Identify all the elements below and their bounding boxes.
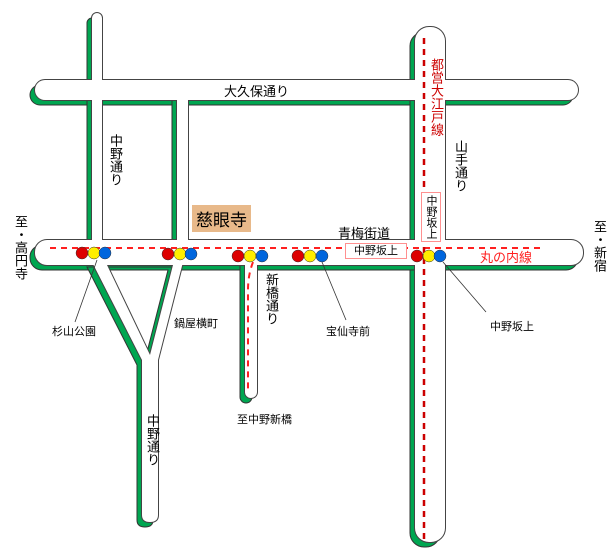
- yamate-street-label: 山手通り: [452, 140, 467, 192]
- marunouchi-line-label: 丸の内線: [480, 251, 533, 266]
- shinbashi-street-label: 新橋通り: [263, 273, 278, 325]
- okubo-street-label: 大久保通り: [224, 85, 290, 100]
- shinbashi-line: [247, 261, 254, 392]
- bus-stop-suginami-koen: 杉山公園: [52, 325, 96, 338]
- jigenji-temple-label: 慈眼寺: [192, 205, 251, 232]
- signal-suginami: [75, 246, 112, 260]
- to-koenji-label: 至・高円寺: [12, 215, 27, 280]
- to-shinjuku-label: 至・新宿: [591, 220, 606, 272]
- bus-stop-nakano-sakaue: 中野坂上: [490, 320, 534, 333]
- nakano-street-south-label: 中野通り: [144, 414, 159, 466]
- nakano-sakaue-station-label: 中野坂上: [345, 243, 407, 259]
- oedo-line-label: 都営大江戸線: [428, 58, 443, 136]
- nakano-street-north-label: 中野通り: [107, 134, 122, 186]
- signal-nakano-sakaue: [410, 249, 447, 263]
- signal-shinbashi: [231, 249, 269, 263]
- bus-stop-hosenji-mae: 宝仙寺前: [326, 325, 370, 338]
- ome-kaido-label: 青梅街道: [338, 227, 391, 242]
- nakano-sakaue-station-label-vertical: 中野坂上: [421, 192, 441, 242]
- to-nakano-shinbashi-label: 至中野新橋: [237, 413, 292, 426]
- signal-hosenji: [291, 249, 329, 263]
- signal-nabeya: [161, 247, 198, 261]
- leader-lines: [74, 259, 487, 323]
- bus-stop-nabeya-yokocho: 鍋屋横町: [174, 317, 218, 330]
- road-fill: [35, 13, 583, 542]
